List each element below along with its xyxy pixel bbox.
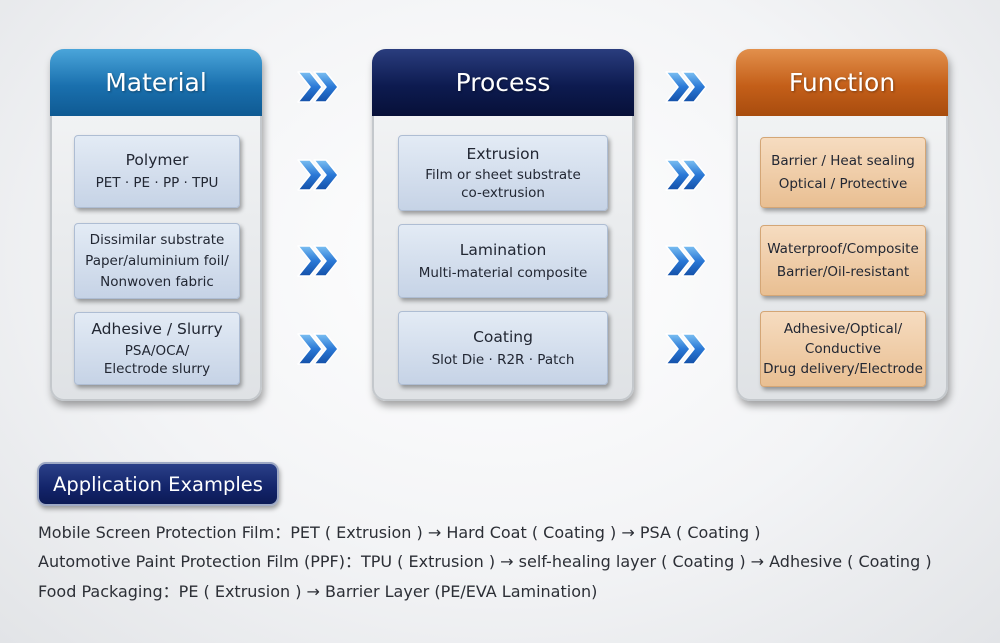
double-chevron-right-icon — [296, 157, 342, 193]
card-title: Dissimilar substrate — [89, 232, 225, 248]
card-text: Nonwoven fabric — [100, 274, 214, 290]
double-chevron-right-icon — [664, 69, 710, 105]
double-chevron-right-icon — [664, 331, 710, 367]
material-header: Material — [50, 49, 262, 116]
card-title: Coating — [473, 327, 533, 346]
double-chevron-right-icon — [296, 69, 342, 105]
double-chevron-right-icon — [296, 243, 342, 279]
card-title: Adhesive / Slurry — [91, 320, 223, 338]
process-column: Process Extrusion Film or sheet substrat… — [372, 49, 634, 401]
application-examples-badge: Application Examples — [37, 462, 279, 506]
material-column: Material Polymer PET · PE · PP · TPU Dis… — [50, 49, 262, 401]
card-text: Optical / Protective — [778, 176, 908, 192]
card-text: Slot Die · R2R · Patch — [431, 351, 575, 368]
application-line-mobile: Mobile Screen Protection Film：PET ( Extr… — [38, 523, 761, 542]
process-card-lamination: Lamination Multi-material composite — [398, 224, 608, 298]
function-header: Function — [736, 49, 948, 116]
material-card-adhesive-slurry: Adhesive / Slurry PSA/OCA/ Electrode slu… — [74, 312, 240, 385]
material-card-polymer: Polymer PET · PE · PP · TPU — [74, 135, 240, 208]
card-text: Conductive — [804, 341, 882, 357]
card-text: PSA/OCA/ — [124, 343, 190, 359]
material-card-dissimilar-substrate: Dissimilar substrate Paper/aluminium foi… — [74, 223, 240, 299]
card-text: Waterproof/Composite — [767, 241, 919, 257]
double-chevron-right-icon — [664, 243, 710, 279]
card-text: Film or sheet substrate — [425, 167, 581, 183]
function-card-waterproof: Waterproof/Composite Barrier/Oil-resista… — [760, 225, 926, 296]
application-line-ppf: Automotive Paint Protection Film (PPF)：T… — [38, 552, 932, 571]
function-card-barrier: Barrier / Heat sealing Optical / Protect… — [760, 137, 926, 208]
card-title: Lamination — [459, 240, 547, 259]
card-text: Drug delivery/Electrode — [763, 361, 923, 377]
card-text: co-extrusion — [461, 185, 545, 201]
application-line-food: Food Packaging：PE ( Extrusion ) → Barrie… — [38, 582, 598, 601]
function-column: Function Barrier / Heat sealing Optical … — [736, 49, 948, 401]
double-chevron-right-icon — [296, 331, 342, 367]
card-text: Adhesive/Optical/ — [783, 321, 903, 337]
card-text: Electrode slurry — [103, 361, 211, 377]
card-text: Paper/aluminium foil/ — [85, 253, 229, 269]
card-title: Polymer — [125, 151, 189, 169]
card-text: Multi-material composite — [418, 264, 588, 281]
function-card-adhesive: Adhesive/Optical/ Conductive Drug delive… — [760, 311, 926, 387]
process-card-coating: Coating Slot Die · R2R · Patch — [398, 311, 608, 385]
card-text: Barrier/Oil-resistant — [776, 264, 910, 280]
card-title: Extrusion — [466, 145, 540, 163]
double-chevron-right-icon — [664, 157, 710, 193]
card-text: PET · PE · PP · TPU — [95, 175, 219, 191]
process-header: Process — [372, 49, 634, 116]
card-text: Barrier / Heat sealing — [771, 153, 915, 169]
process-card-extrusion: Extrusion Film or sheet substrate co-ext… — [398, 135, 608, 211]
